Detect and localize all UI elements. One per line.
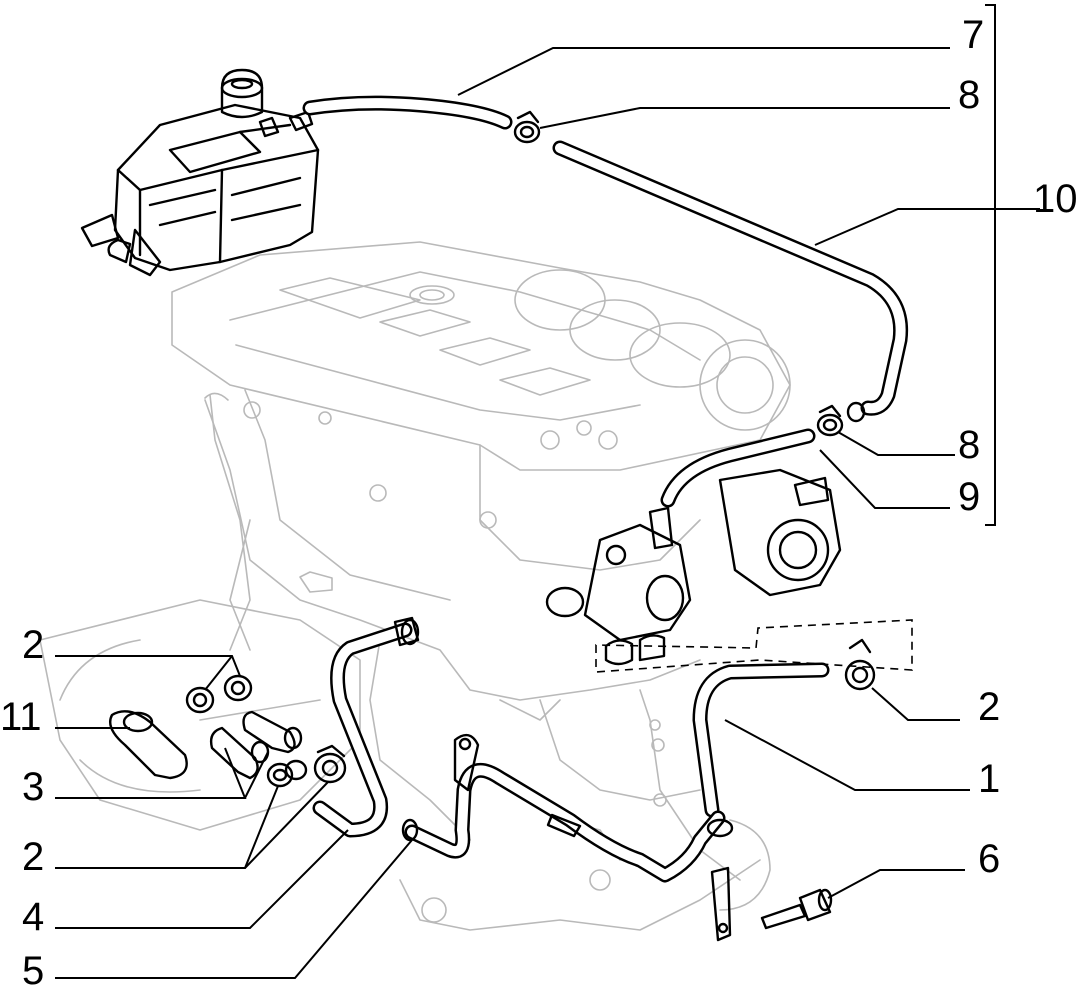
callout-2-upper-left: 2 [22, 623, 44, 667]
clamp-2-pipe4 [313, 744, 347, 784]
clamp-2-right [844, 638, 876, 691]
callout-4: 4 [22, 895, 44, 939]
clamp-8-upper [513, 110, 541, 144]
callout-6: 6 [978, 837, 1000, 881]
hose-7 [302, 95, 513, 130]
hose-9 [660, 428, 816, 508]
callout-11: 11 [0, 695, 42, 739]
clamps-2-upper-pair [185, 674, 253, 714]
callout-2-lower-left: 2 [22, 835, 44, 879]
leader-lines [55, 4, 1040, 979]
callout-7: 7 [962, 13, 984, 57]
small-hose-11 [108, 710, 188, 780]
hose-10 [552, 140, 909, 416]
callout-8-upper: 8 [958, 73, 980, 117]
callout-8-lower: 8 [958, 423, 980, 467]
pipe-4 [312, 616, 420, 838]
callout-3: 3 [22, 765, 44, 809]
thermostat-housing [545, 506, 692, 642]
callout-9: 9 [958, 475, 980, 519]
expansion-tank [80, 68, 320, 277]
callout-2-right: 2 [978, 685, 1000, 729]
clamps-2-lower-pair [266, 759, 308, 788]
callout-10: 10 [1033, 177, 1078, 221]
hose-3-pair [209, 710, 303, 780]
dashed-detail-outline [595, 619, 913, 673]
engine-block-ghost [39, 241, 791, 931]
pipe-5 [401, 733, 734, 942]
callout-5: 5 [22, 949, 44, 986]
clamp-8-lower [816, 401, 866, 437]
callout-1: 1 [978, 757, 1000, 801]
throttle-body [718, 468, 842, 597]
bolt-6 [760, 888, 833, 930]
hose-1 [692, 662, 830, 818]
callout-labels: 7 8 10 8 9 2 11 3 2 4 5 2 1 6 [0, 13, 1078, 986]
